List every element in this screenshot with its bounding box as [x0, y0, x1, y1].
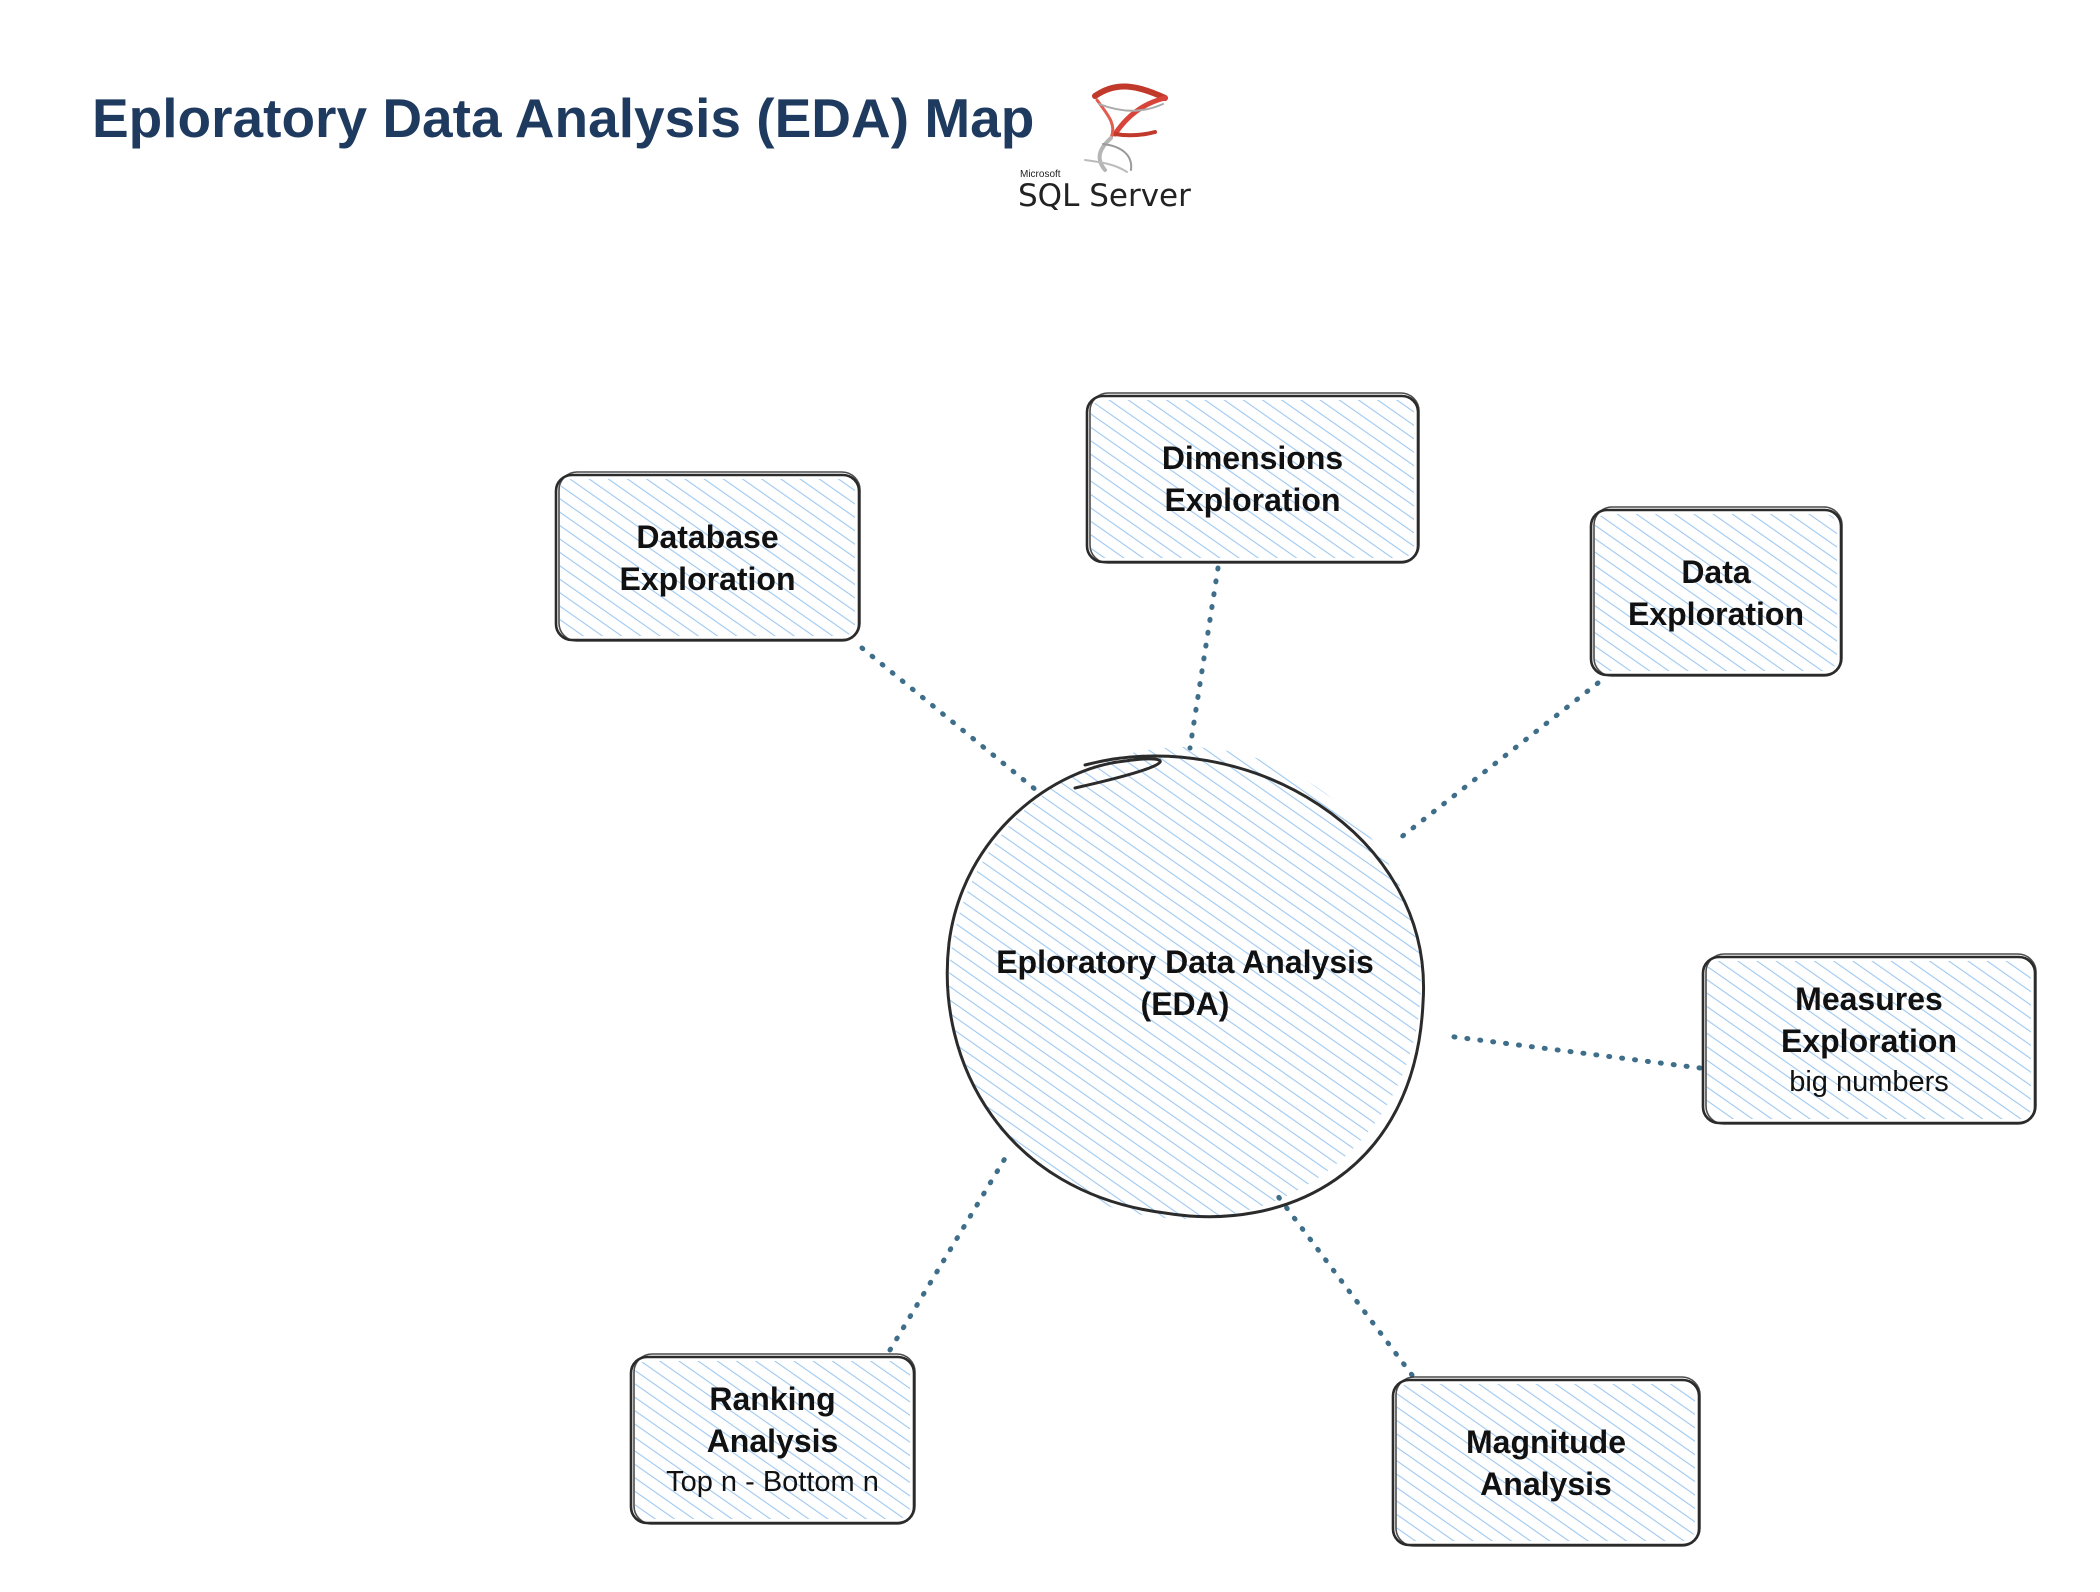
measures-exploration-connector [1444, 1033, 1703, 1071]
ranking-analysis-subtitle: Top n - Bottom n [666, 1466, 879, 1498]
logo-product: SQL Server [1018, 178, 1191, 214]
data-exploration-text: Data Exploration [1591, 510, 1841, 675]
dimensions-exploration-connector [1187, 565, 1221, 751]
logo-brand: Microsoft [1020, 169, 1061, 180]
eda-center-label: Eploratory Data Analysis (EDA) [955, 923, 1415, 1043]
measures-exploration-text: Measures Exploration big numbers [1703, 957, 2035, 1123]
magnitude-analysis-node [1391, 1376, 1701, 1547]
magnitude-analysis-label: Magnitude Analysis [1466, 1423, 1626, 1502]
dimensions-exploration-node [1085, 392, 1420, 564]
database-exploration-label: Database Exploration [619, 518, 796, 597]
dimensions-exploration-label: Dimensions Exploration [1161, 440, 1344, 518]
ranking-analysis-connector [887, 1147, 1013, 1353]
measures-exploration-node [1701, 953, 2037, 1125]
magnitude-analysis-text: Magnitude Analysis [1393, 1380, 1699, 1545]
data-exploration-node [1589, 506, 1843, 677]
measures-exploration-subtitle: big numbers [1789, 1066, 1949, 1098]
eda-center-text: Eploratory Data Analysis (EDA) [996, 944, 1374, 1022]
ranking-analysis-node [629, 1353, 916, 1525]
sql-server-logo-icon [1084, 83, 1168, 173]
data-exploration-connector [1392, 680, 1601, 845]
database-exploration-node [554, 471, 861, 642]
magnitude-analysis-connector [1274, 1192, 1415, 1378]
ranking-analysis-label: Ranking Analysis [706, 1381, 839, 1459]
database-exploration-connector [859, 645, 1039, 793]
sql-server-logo: Microsoft SQL Server [1015, 74, 1195, 214]
database-exploration-text: Database Exploration [556, 475, 859, 640]
measures-exploration-label: Measures Exploration [1780, 981, 1957, 1059]
data-exploration-label: Data Exploration [1627, 553, 1804, 632]
page-title: Eploratory Data Analysis (EDA) Map [92, 87, 1035, 149]
eda-center-node [945, 747, 1425, 1219]
dimensions-exploration-text: Dimensions Exploration [1087, 396, 1418, 562]
